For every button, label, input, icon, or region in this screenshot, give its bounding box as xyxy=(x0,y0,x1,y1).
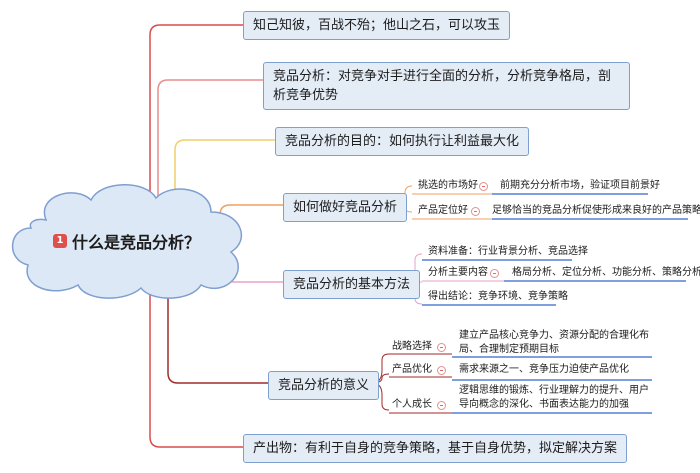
collapse-toggle-icon[interactable] xyxy=(437,401,446,410)
priority-badge: 1 xyxy=(53,234,67,248)
connector-quote xyxy=(149,24,243,240)
topic-methods[interactable]: 竞品分析的基本方法 xyxy=(283,270,421,299)
topic-definition[interactable]: 竞品分析：对竞争对手进行全面的分析，分析竞争格局，剖析竞争优势 xyxy=(263,62,630,110)
subtopic-market[interactable]: 挑选的市场好 xyxy=(418,180,478,191)
collapse-toggle-icon[interactable] xyxy=(437,366,446,375)
subtopic-positioning-detail[interactable]: 足够恰当的竞品分析促使形成来良好的产品策略 xyxy=(492,205,700,216)
topic-significance[interactable]: 竞品分析的意义 xyxy=(268,371,380,400)
topic-how-to[interactable]: 如何做好竞品分析 xyxy=(283,193,408,222)
subtopic-main-content-detail[interactable]: 格局分析、定位分析、功能分析、策略分析 xyxy=(512,267,700,278)
connector-significance xyxy=(167,260,268,384)
subtopic-growth-detail[interactable]: 逻辑思维的锻炼、行业理解力的提升、用户导向概念的深化、书面表达能力的加强 xyxy=(459,385,649,410)
subtopic-strategy[interactable]: 战略选择 xyxy=(392,341,432,352)
topic-purpose[interactable]: 竞品分析的目的：如何执行让利益最大化 xyxy=(275,127,530,156)
central-cloud-shape xyxy=(11,184,242,299)
connector-definition xyxy=(157,79,263,240)
subtopic-growth[interactable]: 个人成长 xyxy=(392,399,432,410)
subtopic-market-detail[interactable]: 前期充分分析市场，验证项目前景好 xyxy=(500,180,660,191)
topic-output[interactable]: 产出物：有利于自身的竞争策略，基于自身优势，拟定解决方案 xyxy=(243,434,628,463)
collapse-toggle-icon[interactable] xyxy=(479,182,488,191)
subtopic-conclusion[interactable]: 得出结论：竞争环境、竞争策略 xyxy=(428,291,568,302)
central-topic[interactable]: 1 什么是竞品分析？ xyxy=(53,229,200,253)
central-title: 什么是竞品分析？ xyxy=(72,233,201,252)
subtopic-positioning[interactable]: 产品定位好 xyxy=(418,205,468,216)
subtopic-strategy-detail[interactable]: 建立产品核心竞争力、资源分配的合理化布局、合理制定预期目标 xyxy=(459,330,649,355)
connector-purpose xyxy=(174,139,275,240)
collapse-toggle-icon[interactable] xyxy=(437,343,446,352)
connector-output xyxy=(149,260,243,448)
topic-quote[interactable]: 知己知彼，百战不殆；他山之石，可以攻玉 xyxy=(243,11,511,40)
subtopic-optimization-detail[interactable]: 需求来源之一、竞争压力迫使产品优化 xyxy=(459,364,629,375)
subtopic-main-content[interactable]: 分析主要内容 xyxy=(428,267,488,278)
collapse-toggle-icon[interactable] xyxy=(490,269,499,278)
subtopic-optimization[interactable]: 产品优化 xyxy=(392,364,432,375)
subtopic-preparation[interactable]: 资料准备：行业背景分析、竞品选择 xyxy=(428,246,588,257)
collapse-toggle-icon[interactable] xyxy=(471,207,480,216)
